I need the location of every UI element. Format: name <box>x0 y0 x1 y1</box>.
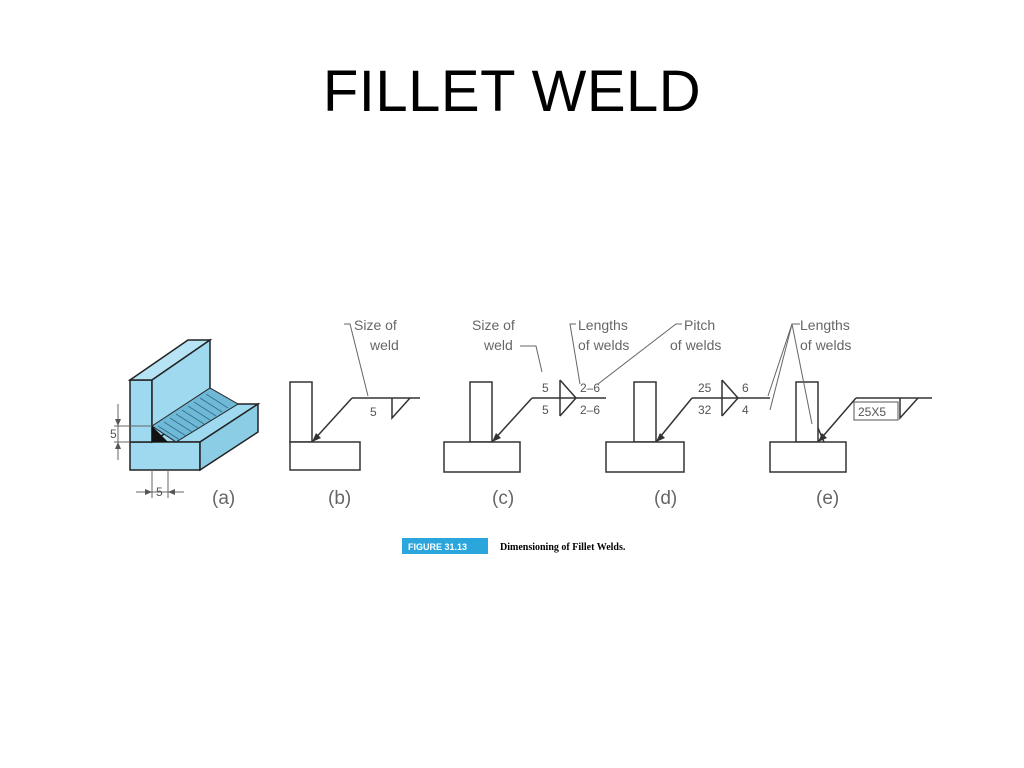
panel-d-left-bottom: 32 <box>698 403 712 417</box>
panel-c-callout3-line1: Pitch <box>684 317 715 333</box>
panel-e-callout-line1: Lengths <box>800 317 850 333</box>
caption-tag-bg <box>402 538 488 554</box>
dimension-vertical-value: 5 <box>110 427 117 441</box>
panel-a-isometric-joint: 5 5 (a) <box>110 338 261 509</box>
caption-text: Dimensioning of Fillet Welds. <box>500 542 626 553</box>
panel-c-length-pitch-top: 2–6 <box>580 381 600 395</box>
panel-d-right-bottom: 4 <box>742 403 749 417</box>
panel-e-callout-line2: of welds <box>800 337 851 353</box>
panel-b-callout-line1: Size of <box>354 317 397 333</box>
dimension-horizontal-value: 5 <box>156 485 163 499</box>
panel-c-size-top: 5 <box>542 381 549 395</box>
panel-b-callout-line2: weld <box>369 337 399 353</box>
panel-b-size: 5 <box>370 405 377 419</box>
panel-c-callout2-line2: of welds <box>578 337 629 353</box>
caption-tag: FIGURE 31.13 <box>408 542 467 552</box>
panel-e-dimension: 25X5 <box>858 405 886 419</box>
panel-a-label: (a) <box>212 488 235 509</box>
panel-d-label: (d) <box>654 488 677 509</box>
panel-c-callout1-line1: Size of <box>472 317 515 333</box>
panel-d-left-top: 25 <box>698 381 712 395</box>
panel-c-weld-symbol: 5 5 2–6 2–6 Size of weld Lengths of weld… <box>443 317 721 509</box>
panel-b-label: (b) <box>328 488 351 509</box>
panel-c-label: (c) <box>492 488 514 509</box>
figure-caption: FIGURE 31.13 Dimensioning of Fillet Weld… <box>402 538 626 554</box>
panel-c-callout3-line2: of welds <box>670 337 721 353</box>
panel-b-weld-symbol: 5 Size of weld (b) <box>289 317 420 509</box>
panel-c-callout1-line2: weld <box>483 337 513 353</box>
panel-e-weld-symbol: 25X5 Lengths of welds (e) <box>767 317 932 509</box>
panel-d-weld-symbol: 25 32 6 4 (d) <box>605 379 770 509</box>
panel-c-length-pitch-bottom: 2–6 <box>580 403 600 417</box>
panel-e-label: (e) <box>816 488 839 509</box>
panel-c-size-bottom: 5 <box>542 403 549 417</box>
panel-c-callout2-line1: Lengths <box>578 317 628 333</box>
panel-d-right-top: 6 <box>742 381 749 395</box>
slide-title: FILLET WELD <box>322 59 702 124</box>
